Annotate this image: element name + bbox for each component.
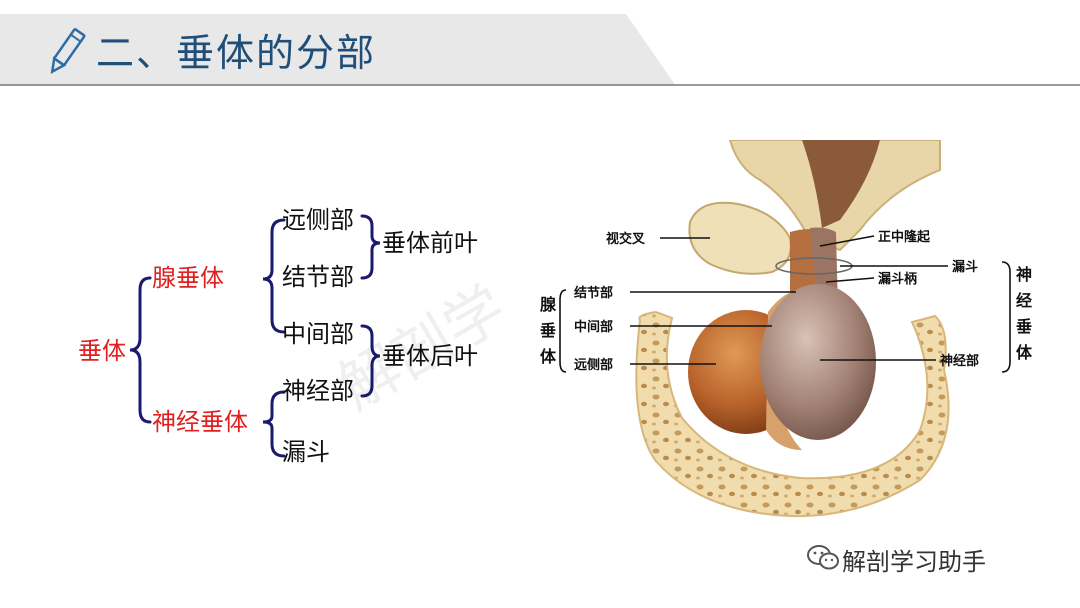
tree-infundibulum: 漏斗 <box>282 437 330 467</box>
tree-root: 垂体 <box>78 336 126 366</box>
label-group-right-2: 经 <box>1016 291 1032 310</box>
label-group-left-3: 体 <box>540 347 557 366</box>
label-distalis: 远侧部 <box>574 357 613 373</box>
pituitary-illustration: 视交叉 结节部 中间部 远侧部 腺 垂 体 正中隆起 漏斗 漏斗柄 神经部 神 … <box>540 140 1080 530</box>
label-group-left-1: 腺 <box>540 295 557 314</box>
label-group-right-1: 神 <box>1016 265 1032 284</box>
wechat-icon <box>806 544 840 572</box>
label-stalk: 漏斗柄 <box>878 271 917 287</box>
label-infundibulum: 漏斗 <box>952 259 978 275</box>
watermark-text: 解剖学习助手 <box>842 542 986 577</box>
tree-neurohypophysis: 神经垂体 <box>152 407 248 437</box>
label-median-eminence: 正中隆起 <box>878 229 931 245</box>
label-intermedia: 中间部 <box>574 319 613 335</box>
label-group-right-4: 体 <box>1016 343 1033 362</box>
label-tuberalis: 结节部 <box>574 285 613 301</box>
tree-pars-distalis: 远侧部 <box>282 205 354 235</box>
label-group-left-2: 垂 <box>540 321 556 340</box>
tree-pars-tuberalis: 结节部 <box>282 262 354 292</box>
tree-adenohypophysis: 腺垂体 <box>152 263 224 293</box>
tree-anterior-lobe: 垂体前叶 <box>382 228 478 258</box>
label-optic-chiasm: 视交叉 <box>606 231 646 247</box>
label-nervosa: 神经部 <box>940 353 979 369</box>
label-group-right-3: 垂 <box>1016 317 1032 336</box>
